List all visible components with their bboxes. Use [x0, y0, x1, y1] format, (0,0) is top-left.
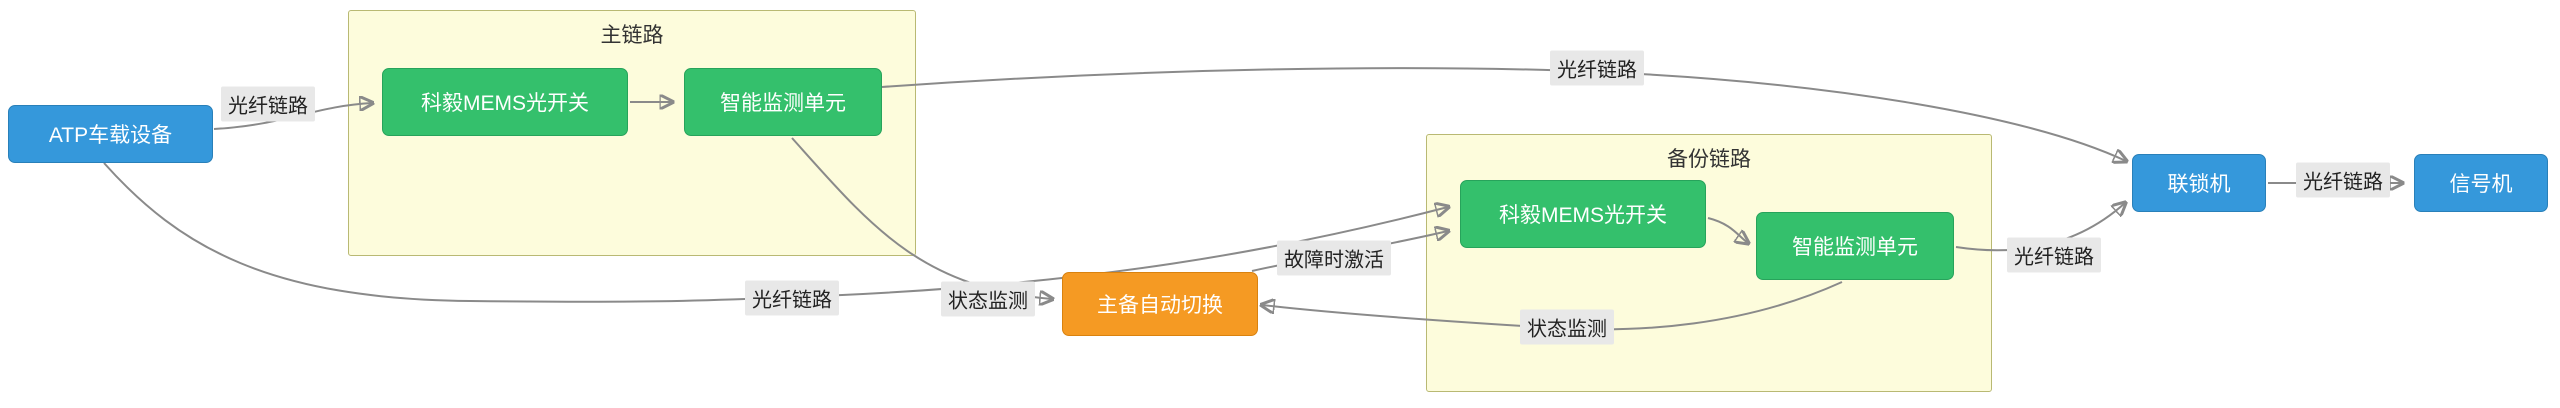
node-backup-monitor-label: 智能监测单元	[1792, 236, 1918, 259]
edge-atp-to-backup-mems	[103, 162, 1448, 303]
node-atp-onboard-device: ATP车载设备	[8, 105, 213, 163]
node-main-mems-label: 科毅MEMS光开关	[421, 92, 589, 115]
edge-label-atp-to-backup: 光纤链路	[745, 280, 839, 316]
node-main-monitor-label: 智能监测单元	[720, 92, 846, 115]
edge-main-monitor-status-to-switcher	[791, 137, 1052, 299]
node-atp-label: ATP车载设备	[48, 124, 173, 147]
node-auto-switchover: 主备自动切换	[1062, 272, 1258, 336]
edge-label-main-to-interlock: 光纤链路	[1550, 50, 1644, 86]
node-interlock-label: 联锁机	[2167, 173, 2231, 196]
edge-label-failover-activate: 故障时激活	[1277, 240, 1391, 276]
edge-backup-mems-to-backup-monitor	[1707, 217, 1748, 243]
node-signal-label: 信号机	[2449, 173, 2513, 196]
edge-label-backup-to-interlock: 光纤链路	[2007, 237, 2101, 273]
node-interlocking-machine: 联锁机	[2132, 154, 2266, 212]
edge-label-interlock-to-signal: 光纤链路	[2296, 162, 2390, 198]
main-link-title: 主链路	[600, 24, 664, 47]
edge-label-atp-to-main: 光纤链路	[221, 86, 315, 122]
node-backup-mems-label: 科毅MEMS光开关	[1499, 204, 1667, 227]
node-main-monitor-unit: 智能监测单元	[684, 68, 882, 136]
backup-link-title: 备份链路	[1667, 148, 1751, 171]
node-auto-switchover-label: 主备自动切换	[1097, 294, 1223, 317]
node-signal-machine: 信号机	[2414, 154, 2548, 212]
edge-label-backup-monitor-status: 状态监测	[1520, 309, 1614, 345]
edge-main-monitor-to-interlock	[881, 67, 2126, 161]
node-backup-monitor-unit: 智能监测单元	[1756, 212, 1954, 280]
node-backup-mems-optical-switch: 科毅MEMS光开关	[1460, 180, 1706, 248]
node-main-mems-optical-switch: 科毅MEMS光开关	[382, 68, 628, 136]
edge-label-main-monitor-status: 状态监测	[941, 281, 1035, 317]
